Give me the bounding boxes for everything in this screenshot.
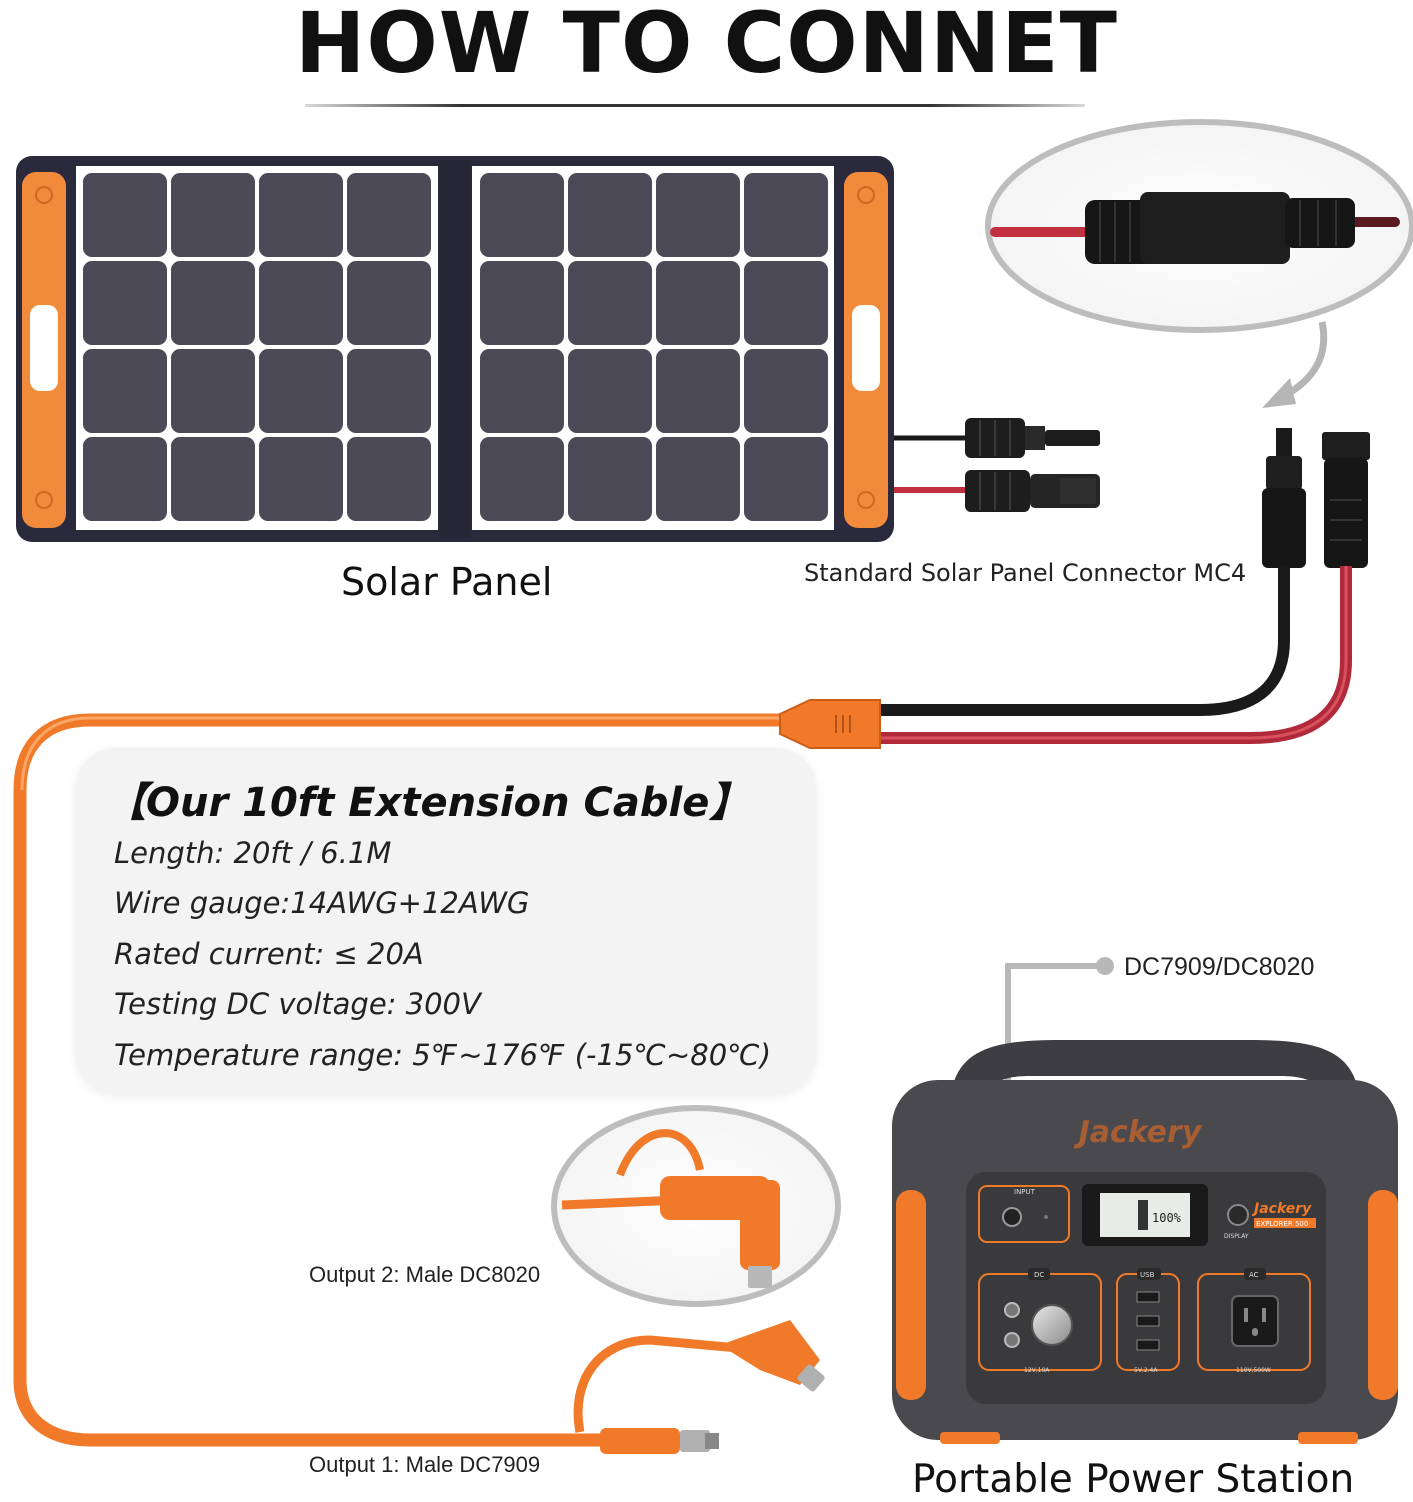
solar-cell [259,349,343,433]
solar-cell [744,261,828,345]
solar-cell [171,261,255,345]
solar-cell [480,349,564,433]
brand-embossed: Jackery [1074,1115,1203,1150]
solar-cell [83,437,167,521]
solar-cell [568,349,652,433]
display-label: DISPLAY [1224,1233,1249,1240]
spec-temperature-range: Temperature range: 5℉~176℉ (-15℃~80℃) [114,1038,772,1072]
ac-label: AC [1249,1271,1259,1279]
output-2-label: Output 2: Male DC8020 [309,1262,541,1287]
mc4-connector-label: Standard Solar Panel Connector MC4 [804,559,1247,587]
solar-cell [568,261,652,345]
lens-arrow [1262,321,1328,408]
solar-cell [347,173,431,257]
spec-testing-voltage: Testing DC voltage: 300V [114,987,481,1021]
solar-cell [744,349,828,433]
usb-port-icon [1136,1339,1160,1351]
model-badge: EXPLORER 500 [1256,1220,1308,1228]
input-label: INPUT [1014,1188,1036,1196]
usb-rating: 5V,2.4A [1134,1367,1158,1374]
spec-title: 【Our 10ft Extension Cable】 [106,780,750,826]
solar-cell [171,173,255,257]
dc-port-label: DC7909/DC8020 [1124,953,1315,981]
panel-leads [894,418,1100,512]
solar-cell [347,349,431,433]
brand-badge: Jackery [1251,1201,1312,1217]
car-port-icon [1031,1304,1073,1346]
solar-cell [480,173,564,257]
spec-card [76,748,816,1094]
lcd-percent: 100% [1152,1211,1182,1225]
solar-cell [171,437,255,521]
solar-cell [568,173,652,257]
power-station-label: Portable Power Station [912,1457,1355,1502]
spec-rated-current: Rated current: ≤ 20A [114,937,424,971]
ac-outlet-icon [1231,1295,1279,1347]
solar-cell [83,173,167,257]
solar-cell [744,437,828,521]
solar-cell [259,261,343,345]
solar-cell [568,437,652,521]
solar-cell [347,261,431,345]
solar-cell [480,437,564,521]
solar-cell [480,261,564,345]
solar-panel-label: Solar Panel [341,560,553,604]
page-title: HOW TO CONNET [295,0,1118,92]
solar-cell [83,261,167,345]
dc8020-zoom-lens [551,1105,841,1307]
display-button-icon [1227,1204,1249,1226]
usb-port-icon [1136,1291,1160,1303]
dc-rating: 12V,10A [1024,1367,1050,1374]
spec-wire-gauge: Wire gauge:14AWG+12AWG [114,886,530,920]
solar-cell [744,173,828,257]
solar-cell [259,173,343,257]
solar-cell [656,261,740,345]
input-port-icon [1002,1207,1022,1227]
title-divider [305,104,1085,107]
panel-fold [440,160,470,538]
panel-handle-slot-right [852,305,880,391]
solar-cell [347,437,431,521]
solar-panel [16,156,894,542]
solar-cell [656,173,740,257]
output-plugs [573,1320,825,1454]
ac-rating: 110V,500W [1236,1367,1271,1374]
output-1-label: Output 1: Male DC7909 [309,1452,541,1477]
panel-cells-right [480,173,828,521]
solar-cell [656,349,740,433]
solar-cell [171,349,255,433]
branch-wires [880,566,1352,744]
mc4-zoom-lens [985,119,1413,333]
solar-cell [83,349,167,433]
panel-handle-slot-left [30,305,58,391]
panel-cells-left [83,173,431,521]
usb-label: USB [1140,1271,1155,1279]
solar-cell [656,437,740,521]
spec-length: Length: 20ft / 6.1M [114,836,392,870]
usb-port-icon [1136,1315,1160,1327]
solar-cell [259,437,343,521]
dc-label: DC [1034,1271,1044,1279]
power-station: Jackery INPUT 100% DISPLAY Jackery EXPLO… [892,1040,1398,1444]
extension-cable [13,699,881,1447]
mc4-branch-connectors [1262,428,1370,568]
